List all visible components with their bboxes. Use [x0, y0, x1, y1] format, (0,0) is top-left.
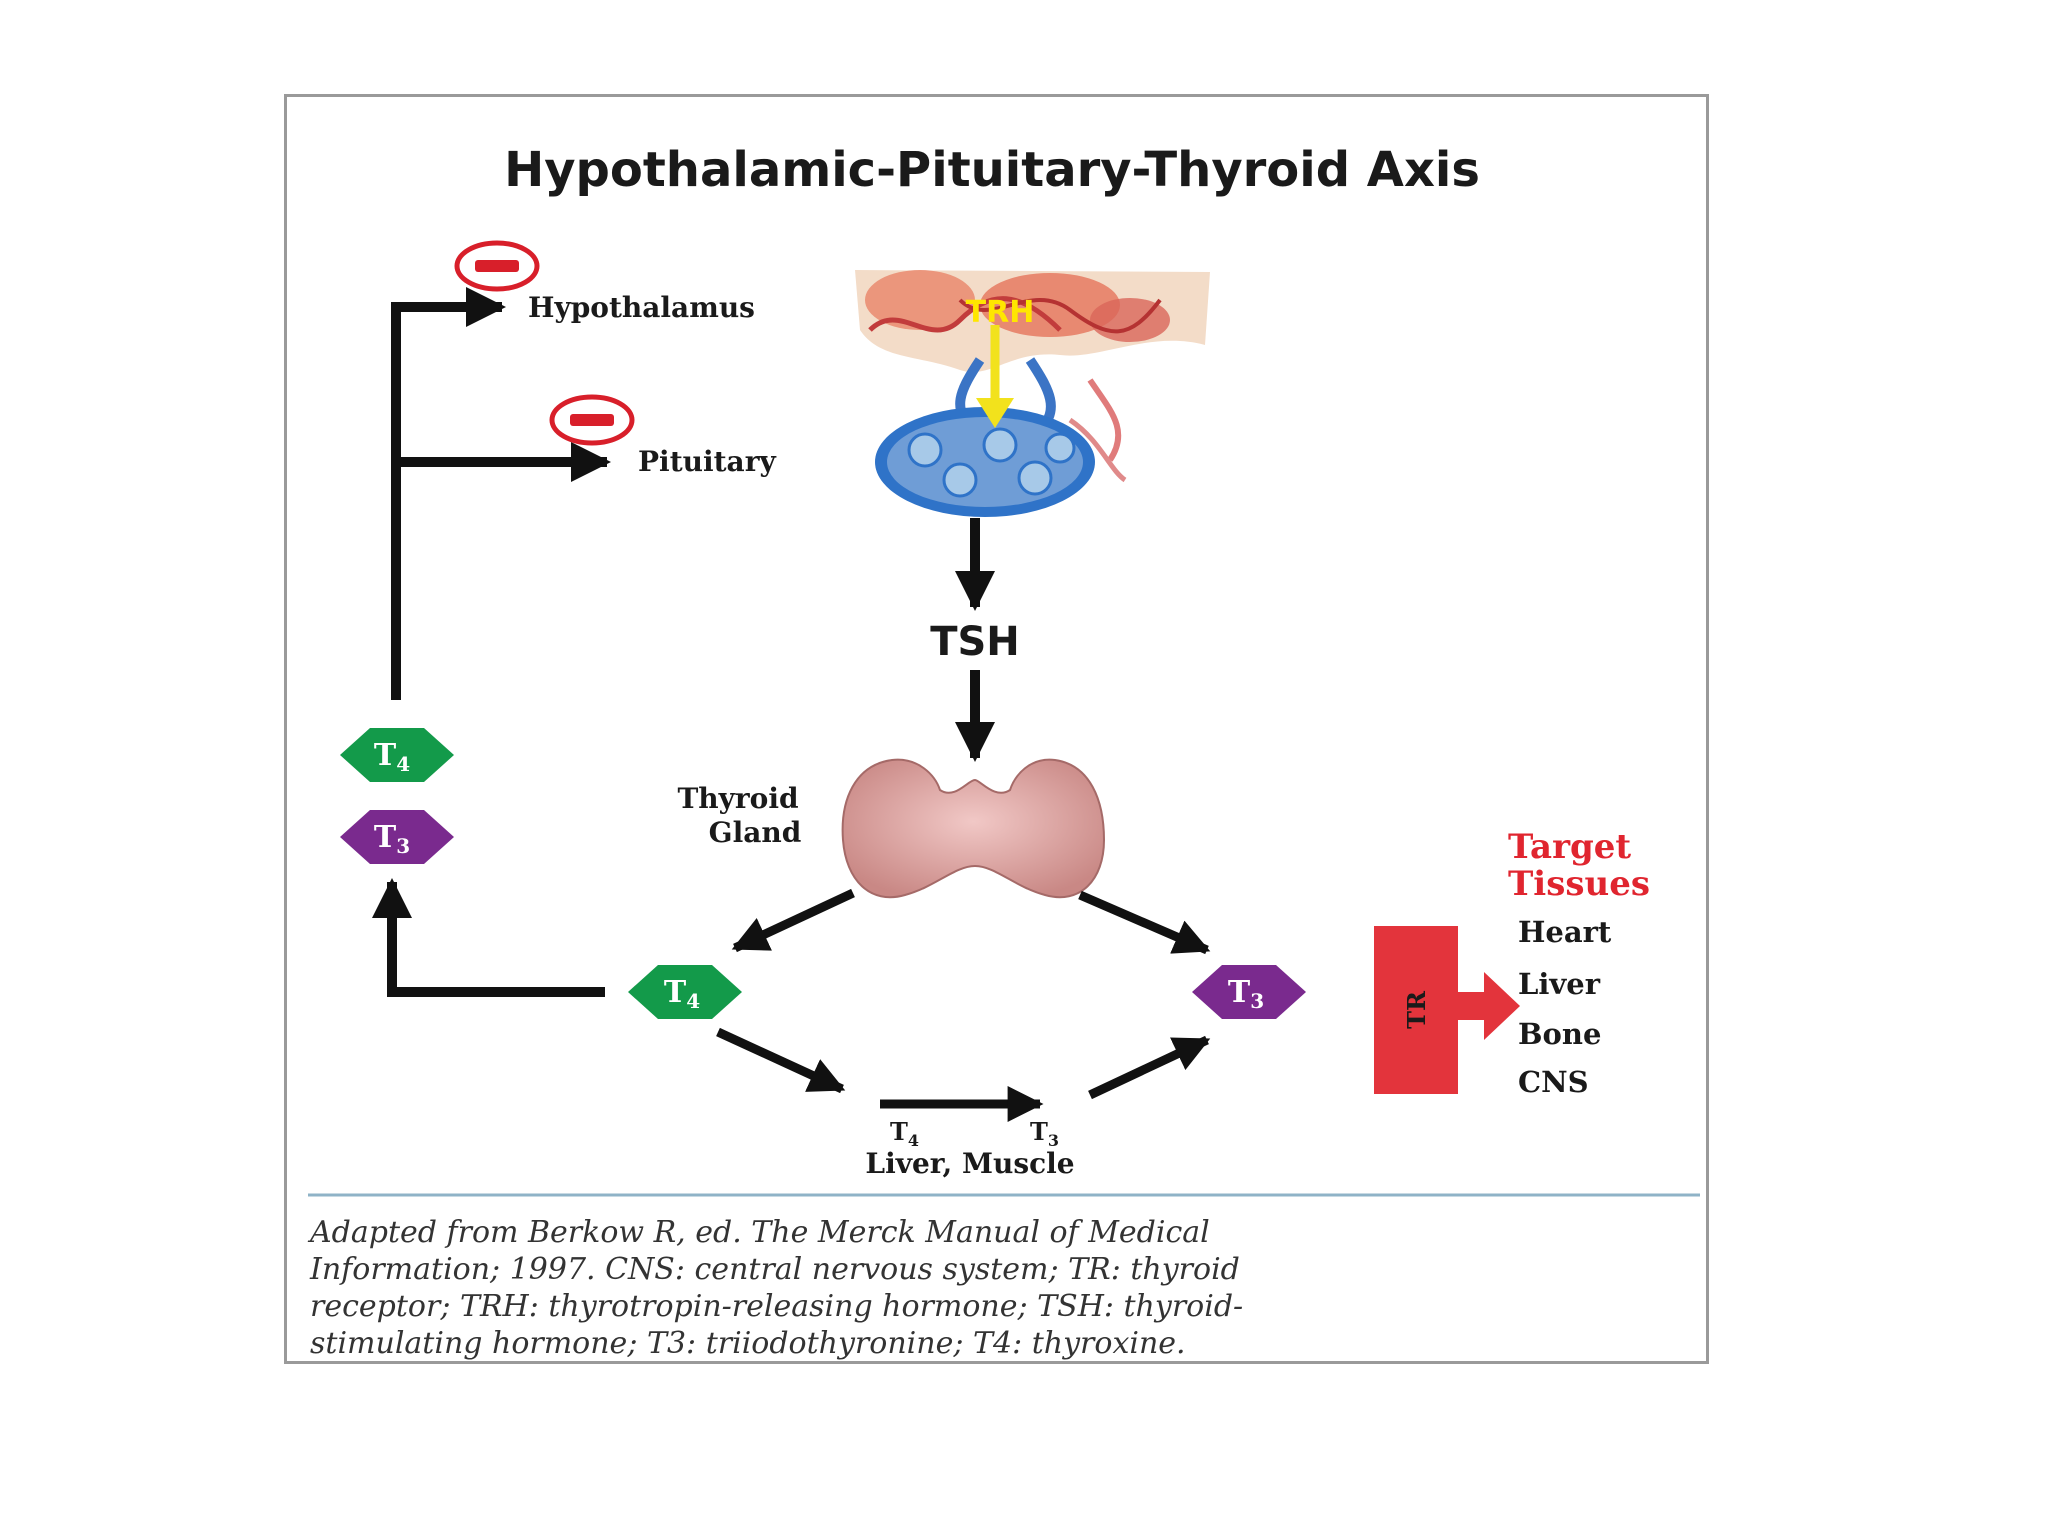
- target-tissues-heading-line1: Target: [1508, 827, 1631, 867]
- trh-label: TRH: [966, 295, 1035, 330]
- tissue-liver: Liver: [1518, 967, 1601, 1001]
- thyroid-label-line1: Thyroid: [677, 782, 798, 815]
- tsh-label: TSH: [930, 619, 1020, 665]
- svg-text:T3: T3: [1228, 975, 1264, 1013]
- caption-line-4: stimulating hormone; T3: triiodothyronin…: [310, 1326, 1186, 1361]
- caption-line-2: Information; 1997. CNS: central nervous …: [309, 1252, 1240, 1287]
- inhibit-minus-icon: [549, 394, 635, 446]
- t4-hexagon-feedback: T4: [340, 728, 454, 782]
- hypothalamus-label: Hypothalamus: [528, 291, 755, 324]
- thyroid-label-line2: Gland: [709, 816, 802, 849]
- t4-hexagon-main: T4: [628, 965, 742, 1019]
- svg-text:T4: T4: [374, 738, 410, 776]
- inhibit-minus-icon: [454, 240, 540, 292]
- t3-hexagon-main: T3: [1192, 965, 1306, 1019]
- liver-muscle-label: Liver, Muscle: [865, 1147, 1074, 1180]
- caption-line-3: receptor; TRH: thyrotropin-releasing hor…: [310, 1289, 1243, 1324]
- tissue-bone: Bone: [1518, 1017, 1601, 1051]
- tissue-heart: Heart: [1518, 915, 1612, 949]
- caption-line-1: Adapted from Berkow R, ed. The Merck Man…: [307, 1215, 1210, 1250]
- pituitary-label: Pituitary: [638, 445, 776, 478]
- thyroid-gland-illustration: [841, 758, 1106, 899]
- diagram-title: Hypothalamic-Pituitary-Thyroid Axis: [504, 142, 1480, 198]
- conversion-t4-label: T4: [890, 1117, 919, 1150]
- t3-hexagon-feedback: T3: [340, 810, 454, 864]
- svg-text:T3: T3: [374, 820, 410, 858]
- svg-text:T4: T4: [664, 975, 700, 1013]
- tr-label: TR: [1402, 990, 1431, 1029]
- feedback-loop: [372, 287, 611, 997]
- thyroid-receptor-block: TR: [1374, 926, 1520, 1094]
- pituitary-illustration: [875, 407, 1127, 517]
- tissue-cns: CNS: [1518, 1065, 1589, 1099]
- conversion-t3-label: T3: [1030, 1117, 1059, 1150]
- target-tissues-heading-line2: Tissues: [1508, 864, 1650, 904]
- hypothalamus-illustration: [855, 270, 1210, 462]
